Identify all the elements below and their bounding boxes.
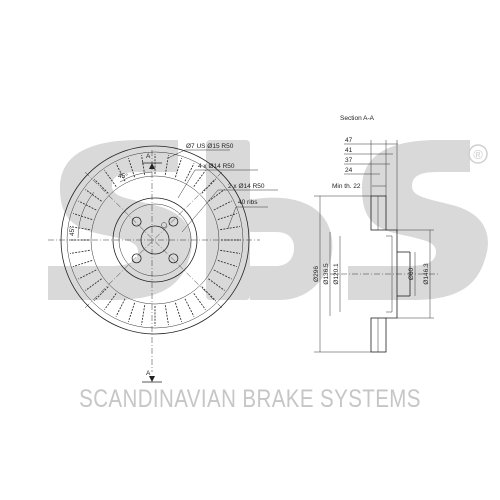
locating-hole xyxy=(161,222,167,228)
company-name: SCANDINAVIAN BRAKE SYSTEMS xyxy=(79,385,421,413)
cooling-rib xyxy=(220,226,240,231)
cooling-rib xyxy=(70,249,90,254)
bolt-hole xyxy=(131,253,142,264)
cooling-rib xyxy=(213,200,232,211)
section-mark-bottom: A xyxy=(142,370,162,383)
section-title: Section A-A xyxy=(340,115,375,122)
angle-label-1: 45° xyxy=(118,172,128,180)
callout-3: 2 x Ø14 R50 xyxy=(228,183,265,190)
callout-leader-3 xyxy=(181,189,278,233)
dim-diameter-120-1: Ø120.1 xyxy=(333,263,340,285)
cooling-rib xyxy=(213,269,232,280)
cooling-rib xyxy=(201,178,217,194)
dim-41: 41 xyxy=(345,147,353,154)
registered-mark: ® xyxy=(468,144,488,164)
angle-label-2: 45° xyxy=(68,226,76,236)
cooling-rib xyxy=(93,178,109,194)
cooling-rib xyxy=(127,302,136,322)
cooling-rib xyxy=(115,163,126,182)
lower-friction-ring xyxy=(370,317,387,353)
callout-leader-2 xyxy=(177,169,258,199)
cooling-rib xyxy=(193,293,206,310)
cooling-rib xyxy=(93,286,109,302)
cooling-rib xyxy=(78,269,97,280)
cooling-rib xyxy=(220,249,240,254)
upper-friction-ring xyxy=(370,195,387,231)
cooling-rib xyxy=(164,305,169,325)
dim-24: 24 xyxy=(345,167,353,174)
callouts: Ø7 US Ø15 R50 4 x Ø14 R50 2 x Ø14 R50 40… xyxy=(167,143,278,233)
cooling-rib xyxy=(174,158,183,178)
cooling-ribs xyxy=(69,154,241,326)
callout-leader-4 xyxy=(227,206,268,229)
cooling-rib xyxy=(127,158,136,178)
angle-arc-1 xyxy=(119,171,153,183)
bolt-hole xyxy=(168,216,179,227)
cooling-rib xyxy=(217,212,237,221)
cooling-rib xyxy=(85,278,102,291)
angle-arc-2 xyxy=(77,191,95,239)
cooling-rib xyxy=(104,293,117,310)
cooling-rib xyxy=(104,170,117,187)
cooling-rib xyxy=(78,200,97,211)
section-letter-top: A xyxy=(146,153,151,160)
cooling-rib xyxy=(70,226,90,231)
cooling-rib xyxy=(164,155,169,175)
cooling-rib xyxy=(201,286,217,302)
bolt-hole xyxy=(131,216,142,227)
bolt-holes xyxy=(131,216,179,264)
section-mark-top: A xyxy=(142,153,162,169)
cooling-rib xyxy=(141,155,146,175)
dim-47: 47 xyxy=(345,137,353,144)
cooling-rib xyxy=(115,298,126,317)
cooling-rib xyxy=(193,170,206,187)
callout-1: Ø7 US Ø15 R50 xyxy=(186,143,234,150)
callout-leader-1 xyxy=(167,149,230,159)
cooling-rib xyxy=(184,163,195,182)
callout-4: 40 ribs xyxy=(238,199,258,206)
cooling-rib xyxy=(85,189,102,202)
cooling-rib xyxy=(184,298,195,317)
dim-37: 37 xyxy=(345,157,353,164)
sbs-watermark-logo xyxy=(48,140,488,300)
registered-symbol: ® xyxy=(473,147,483,162)
dim-diameter-296: Ø296 xyxy=(313,266,320,282)
cooling-rib xyxy=(73,259,93,268)
cooling-rib xyxy=(141,305,146,325)
bolt-hole xyxy=(168,253,179,264)
dim-diameter-146-3: Ø146.3 xyxy=(423,263,430,285)
cooling-rib xyxy=(208,189,225,202)
callout-2: 4 x Ø14 R50 xyxy=(198,163,235,170)
section-view: Section A-A 47 41 37 24 Min th. 22 xyxy=(313,115,440,353)
dim-diameter-60: Ø60 xyxy=(408,267,415,280)
cooling-rib xyxy=(217,259,237,268)
dim-diameter-136-5: Ø136.5 xyxy=(323,263,330,285)
section-letter-bottom: A xyxy=(146,370,151,377)
cooling-rib xyxy=(174,302,183,322)
min-thickness: Min th. 22 xyxy=(332,183,361,190)
cooling-rib xyxy=(73,212,93,221)
cooling-rib xyxy=(208,278,225,291)
diagonal-centerline-2 xyxy=(84,171,223,309)
